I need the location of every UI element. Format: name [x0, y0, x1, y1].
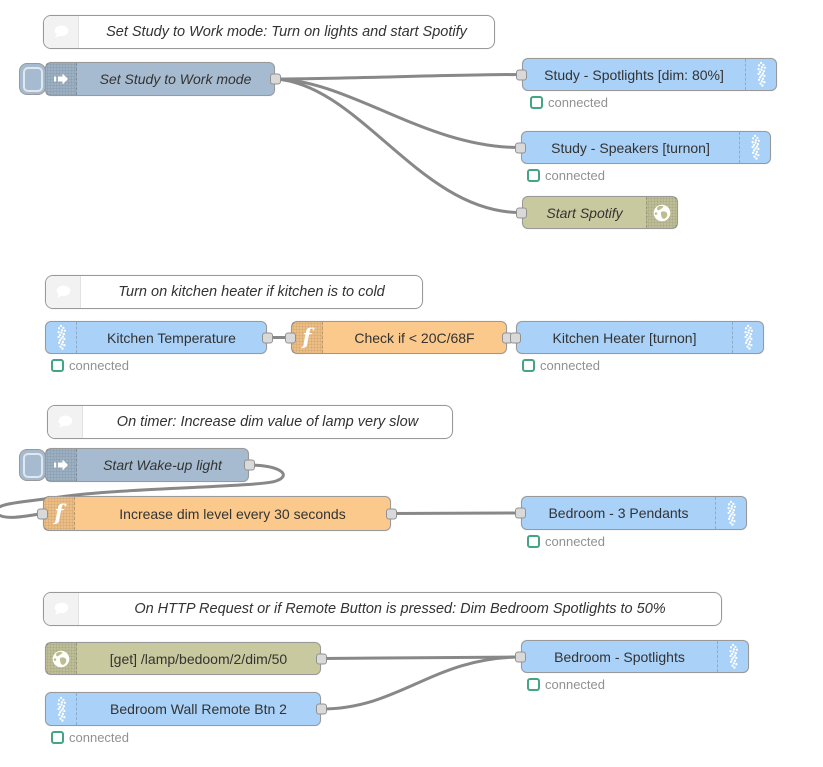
node-kitchen-heater[interactable]: Kitchen Heater [turnon] [510, 321, 764, 354]
status-bedroom-pendants: connected [527, 534, 605, 549]
status-kitchen-temperature: connected [51, 358, 129, 373]
status-label: connected [69, 358, 129, 373]
status-bedroom-spotlights: connected [527, 677, 605, 692]
output-port[interactable] [316, 653, 327, 664]
device-dots-icon [732, 322, 763, 353]
output-port[interactable] [270, 73, 281, 85]
status-ring-icon [522, 359, 535, 372]
node-label: Bedroom - 3 Pendants [548, 505, 689, 521]
speech-bubble-icon [44, 16, 79, 48]
node-label: Study - Speakers [turnon] [551, 139, 710, 156]
speech-bubble-icon [48, 406, 83, 438]
node-increase-dim[interactable]: f Increase dim level every 30 seconds [37, 496, 397, 531]
function-icon: f [292, 322, 323, 353]
input-port[interactable] [515, 507, 526, 519]
comment-timer[interactable]: On timer: Increase dim value of lamp ver… [47, 405, 453, 439]
status-label: connected [545, 677, 605, 692]
node-bedroom-pendants[interactable]: Bedroom - 3 Pendants [515, 496, 747, 530]
node-label: Start Spotify [546, 204, 623, 221]
status-ring-icon [51, 359, 64, 372]
node-kitchen-temperature[interactable]: Kitchen Temperature [45, 321, 273, 354]
inject-arrow-icon [46, 63, 77, 95]
node-label: Bedroom Wall Remote Btn 2 [110, 701, 287, 717]
inject-button[interactable] [19, 449, 46, 481]
node-study-spotlights[interactable]: Study - Spotlights [dim: 80%] [516, 58, 777, 91]
node-start-spotify[interactable]: Start Spotify [516, 196, 678, 229]
wire-inject-to-spotlights[interactable] [273, 73, 524, 81]
status-label: connected [69, 730, 129, 745]
status-study-spotlights: connected [530, 95, 608, 110]
speech-bubble-icon [46, 276, 81, 308]
node-check-temperature[interactable]: f Check if < 20C/68F [285, 321, 513, 354]
output-port[interactable] [244, 459, 255, 471]
device-dots-icon [739, 132, 770, 163]
device-dots-icon [46, 322, 77, 353]
wire-inject-to-speakers[interactable] [273, 77, 521, 149]
status-ring-icon [51, 731, 64, 744]
comment-http[interactable]: On HTTP Request or if Remote Button is p… [43, 592, 722, 626]
comment-label: On timer: Increase dim value of lamp ver… [116, 413, 419, 430]
function-icon: f [44, 497, 75, 530]
node-http-get[interactable]: [get] /lamp/bedoom/2/dim/50 [45, 642, 327, 675]
globe-icon [46, 643, 77, 674]
output-port[interactable] [386, 508, 397, 519]
status-study-speakers: connected [527, 168, 605, 183]
node-study-speakers[interactable]: Study - Speakers [turnon] [515, 131, 771, 164]
input-port[interactable] [515, 651, 526, 662]
output-port[interactable] [262, 332, 273, 343]
wire-remote-to-spotlights[interactable] [319, 655, 521, 711]
node-label: Kitchen Temperature [107, 329, 236, 346]
status-ring-icon [527, 535, 540, 548]
node-inject-wakeup[interactable]: Start Wake-up light [45, 448, 255, 482]
comment-label: On HTTP Request or if Remote Button is p… [134, 600, 666, 617]
device-dots-icon [717, 641, 748, 672]
comment-kitchen[interactable]: Turn on kitchen heater if kitchen is to … [45, 275, 423, 309]
input-port[interactable] [37, 508, 48, 519]
status-ring-icon [530, 96, 543, 109]
comment-label: Set Study to Work mode: Turn on lights a… [106, 23, 467, 40]
node-label: Set Study to Work mode [99, 71, 252, 87]
status-label: connected [545, 534, 605, 549]
device-dots-icon [46, 693, 77, 725]
wire-wakeup-loop-to-function[interactable] [0, 463, 285, 519]
status-ring-icon [527, 678, 540, 691]
node-inject-study[interactable]: Set Study to Work mode [45, 62, 281, 96]
status-label: connected [540, 358, 600, 373]
output-port[interactable] [316, 703, 327, 715]
device-dots-icon [715, 497, 746, 529]
status-kitchen-heater: connected [522, 358, 600, 373]
device-dots-icon [745, 59, 776, 90]
node-label: Study - Spotlights [dim: 80%] [544, 66, 724, 83]
wire-inject-to-spotify[interactable] [273, 77, 522, 214]
node-label: Start Wake-up light [103, 457, 222, 473]
comment-label: Turn on kitchen heater if kitchen is to … [118, 283, 385, 300]
status-ring-icon [527, 169, 540, 182]
node-label: Increase dim level every 30 seconds [119, 505, 346, 522]
status-wall-remote: connected [51, 730, 129, 745]
inject-arrow-icon [46, 449, 77, 481]
node-wall-remote[interactable]: Bedroom Wall Remote Btn 2 [45, 692, 327, 726]
node-bedroom-spotlights[interactable]: Bedroom - Spotlights [515, 640, 749, 673]
node-label: Check if < 20C/68F [354, 329, 475, 346]
input-port[interactable] [285, 332, 296, 343]
node-label: [get] /lamp/bedoom/2/dim/50 [109, 650, 288, 667]
wire-function-to-pendants[interactable] [389, 511, 521, 515]
input-port[interactable] [510, 332, 521, 343]
node-label: Kitchen Heater [turnon] [552, 329, 697, 346]
node-label: Bedroom - Spotlights [554, 648, 685, 665]
comment-study[interactable]: Set Study to Work mode: Turn on lights a… [43, 15, 495, 49]
input-port[interactable] [516, 69, 527, 80]
status-label: connected [548, 95, 608, 110]
wire-http-to-spotlights[interactable] [319, 655, 521, 660]
globe-icon [646, 197, 677, 228]
speech-bubble-icon [44, 593, 79, 625]
input-port[interactable] [515, 142, 526, 153]
input-port[interactable] [516, 207, 527, 218]
inject-button[interactable] [19, 63, 46, 95]
status-label: connected [545, 168, 605, 183]
